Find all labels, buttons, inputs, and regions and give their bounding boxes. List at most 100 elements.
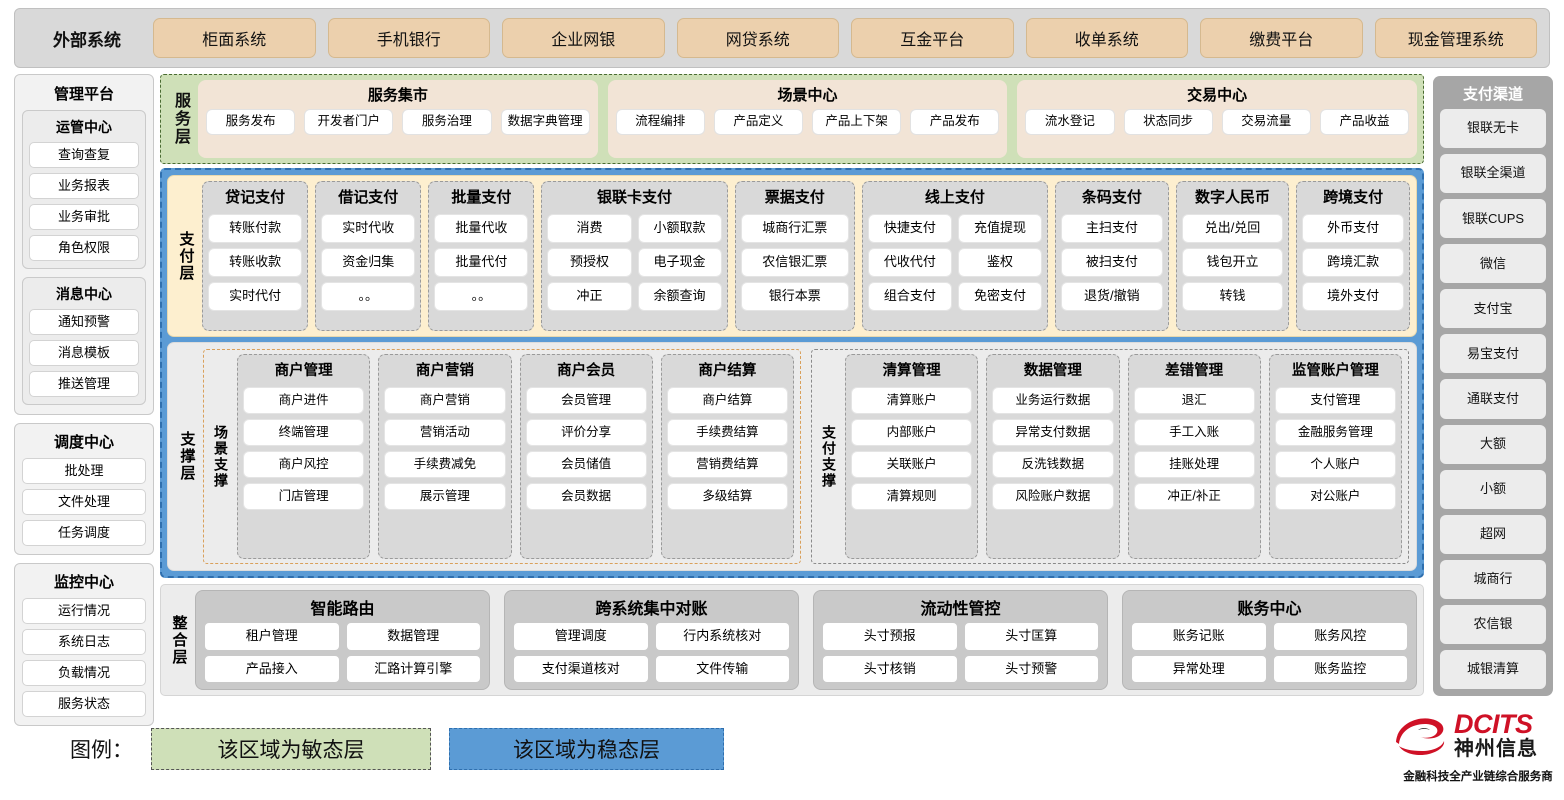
credit-payment-item[interactable]: 转账收款 — [208, 248, 303, 277]
liquidity-control-item[interactable]: 头寸匡算 — [964, 623, 1098, 650]
payment-channel-item[interactable]: 支付宝 — [1440, 289, 1546, 329]
message-center-item[interactable]: 通知预警 — [29, 309, 139, 335]
scene-center-item[interactable]: 产品定义 — [713, 109, 804, 135]
digital-rmb-item[interactable]: 兑出/兑回 — [1181, 214, 1284, 243]
debit-payment-item[interactable]: 实时代收 — [321, 214, 416, 243]
transaction-center-item[interactable]: 状态同步 — [1123, 109, 1213, 135]
payment-channel-item[interactable]: 农信银 — [1440, 604, 1546, 644]
payment-channel-item[interactable]: 大额 — [1440, 424, 1546, 464]
digital-rmb-item[interactable]: 转钱 — [1181, 282, 1284, 311]
regulatory-account-item[interactable]: 金融服务管理 — [1274, 419, 1396, 446]
accounting-center-item[interactable]: 账务记账 — [1132, 623, 1266, 650]
credit-payment-item[interactable]: 转账付款 — [208, 214, 303, 243]
merchant-management-item[interactable]: 门店管理 — [243, 483, 365, 510]
data-management-item[interactable]: 异常支付数据 — [992, 419, 1114, 446]
message-center-item[interactable]: 消息模板 — [29, 340, 139, 366]
merchant-management-item[interactable]: 商户风控 — [243, 451, 365, 478]
dispatch-center-item[interactable]: 文件处理 — [22, 489, 146, 515]
merchant-marketing-item[interactable]: 展示管理 — [384, 483, 506, 510]
payment-channel-item[interactable]: 银联全渠道 — [1440, 154, 1546, 194]
scene-center-item[interactable]: 产品发布 — [910, 109, 1000, 135]
batch-payment-item[interactable]: 。。 — [434, 282, 529, 311]
online-payment-item[interactable]: 代收代付 — [867, 248, 952, 277]
monitoring-center-item[interactable]: 服务状态 — [22, 691, 146, 717]
regulatory-account-item[interactable]: 对公账户 — [1274, 483, 1396, 510]
error-management-item[interactable]: 冲正/补正 — [1133, 483, 1255, 510]
transaction-center-item[interactable]: 流水登记 — [1025, 109, 1115, 135]
merchant-marketing-item[interactable]: 营销活动 — [384, 419, 506, 446]
payment-channel-item[interactable]: 微信 — [1440, 244, 1546, 284]
barcode-payment-item[interactable]: 被扫支付 — [1061, 248, 1163, 277]
merchant-member-item[interactable]: 会员数据 — [525, 483, 647, 510]
payment-channel-item[interactable]: 城商行 — [1440, 559, 1546, 599]
dispatch-center-item[interactable]: 批处理 — [22, 458, 146, 484]
credit-payment-item[interactable]: 实时代付 — [208, 282, 303, 311]
cross-border-payment-item[interactable]: 外币支付 — [1302, 214, 1405, 243]
cross-system-reconciliation-item[interactable]: 管理调度 — [514, 623, 648, 650]
cross-system-reconciliation-item[interactable]: 行内系统核对 — [655, 623, 789, 650]
digital-rmb-item[interactable]: 钱包开立 — [1181, 248, 1284, 277]
online-payment-item[interactable]: 组合支付 — [867, 282, 952, 311]
liquidity-control-item[interactable]: 头寸核销 — [823, 655, 957, 682]
service-market-item[interactable]: 数据字典管理 — [500, 109, 590, 135]
debit-payment-item[interactable]: 。。 — [321, 282, 416, 311]
online-payment-item[interactable]: 鉴权 — [957, 248, 1042, 277]
barcode-payment-item[interactable]: 主扫支付 — [1061, 214, 1163, 243]
operations-center-item[interactable]: 角色权限 — [29, 235, 139, 261]
scene-center-item[interactable]: 产品上下架 — [812, 109, 902, 135]
merchant-member-item[interactable]: 会员管理 — [525, 387, 647, 414]
transaction-center-item[interactable]: 交易流量 — [1221, 109, 1311, 135]
monitoring-center-item[interactable]: 运行情况 — [22, 598, 146, 624]
merchant-management-item[interactable]: 终端管理 — [243, 419, 365, 446]
bill-payment-item[interactable]: 农信银汇票 — [740, 248, 849, 277]
clearing-management-item[interactable]: 清算规则 — [851, 483, 973, 510]
external-system-item[interactable]: 现金管理系统 — [1374, 18, 1537, 58]
unionpay-card-item[interactable]: 消费 — [547, 214, 632, 243]
smart-routing-item[interactable]: 租户管理 — [205, 623, 339, 650]
scene-center-item[interactable]: 流程编排 — [615, 109, 705, 135]
error-management-item[interactable]: 退汇 — [1133, 387, 1255, 414]
barcode-payment-item[interactable]: 退货/撤销 — [1061, 282, 1163, 311]
batch-payment-item[interactable]: 批量代收 — [434, 214, 529, 243]
regulatory-account-item[interactable]: 支付管理 — [1274, 387, 1396, 414]
merchant-settlement-item[interactable]: 商户结算 — [666, 387, 788, 414]
monitoring-center-item[interactable]: 负载情况 — [22, 660, 146, 686]
accounting-center-item[interactable]: 账务监控 — [1273, 655, 1407, 682]
external-system-item[interactable]: 互金平台 — [851, 18, 1014, 58]
unionpay-card-item[interactable]: 冲正 — [547, 282, 632, 311]
smart-routing-item[interactable]: 汇路计算引擎 — [346, 655, 480, 682]
monitoring-center-item[interactable]: 系统日志 — [22, 629, 146, 655]
payment-channel-item[interactable]: 城银清算 — [1440, 649, 1546, 690]
merchant-settlement-item[interactable]: 手续费结算 — [666, 419, 788, 446]
online-payment-item[interactable]: 免密支付 — [957, 282, 1042, 311]
payment-channel-item[interactable]: 易宝支付 — [1440, 334, 1546, 374]
online-payment-item[interactable]: 充值提现 — [957, 214, 1042, 243]
merchant-member-item[interactable]: 评价分享 — [525, 419, 647, 446]
external-system-item[interactable]: 企业网银 — [502, 18, 665, 58]
smart-routing-item[interactable]: 产品接入 — [205, 655, 339, 682]
unionpay-card-item[interactable]: 预授权 — [547, 248, 632, 277]
liquidity-control-item[interactable]: 头寸预警 — [964, 655, 1098, 682]
clearing-management-item[interactable]: 关联账户 — [851, 451, 973, 478]
batch-payment-item[interactable]: 批量代付 — [434, 248, 529, 277]
bill-payment-item[interactable]: 城商行汇票 — [740, 214, 849, 243]
external-system-item[interactable]: 手机银行 — [327, 18, 490, 58]
data-management-item[interactable]: 风险账户数据 — [992, 483, 1114, 510]
merchant-marketing-item[interactable]: 商户营销 — [384, 387, 506, 414]
unionpay-card-item[interactable]: 电子现金 — [637, 248, 722, 277]
clearing-management-item[interactable]: 清算账户 — [851, 387, 973, 414]
merchant-member-item[interactable]: 会员储值 — [525, 451, 647, 478]
data-management-item[interactable]: 业务运行数据 — [992, 387, 1114, 414]
error-management-item[interactable]: 手工入账 — [1133, 419, 1255, 446]
regulatory-account-item[interactable]: 个人账户 — [1274, 451, 1396, 478]
accounting-center-item[interactable]: 异常处理 — [1132, 655, 1266, 682]
unionpay-card-item[interactable]: 小额取款 — [637, 214, 722, 243]
online-payment-item[interactable]: 快捷支付 — [867, 214, 952, 243]
external-system-item[interactable]: 网贷系统 — [676, 18, 839, 58]
external-system-item[interactable]: 缴费平台 — [1200, 18, 1363, 58]
cross-system-reconciliation-item[interactable]: 文件传输 — [655, 655, 789, 682]
smart-routing-item[interactable]: 数据管理 — [346, 623, 480, 650]
service-market-item[interactable]: 服务发布 — [206, 109, 296, 135]
external-system-item[interactable]: 柜面系统 — [153, 18, 316, 58]
liquidity-control-item[interactable]: 头寸预报 — [823, 623, 957, 650]
